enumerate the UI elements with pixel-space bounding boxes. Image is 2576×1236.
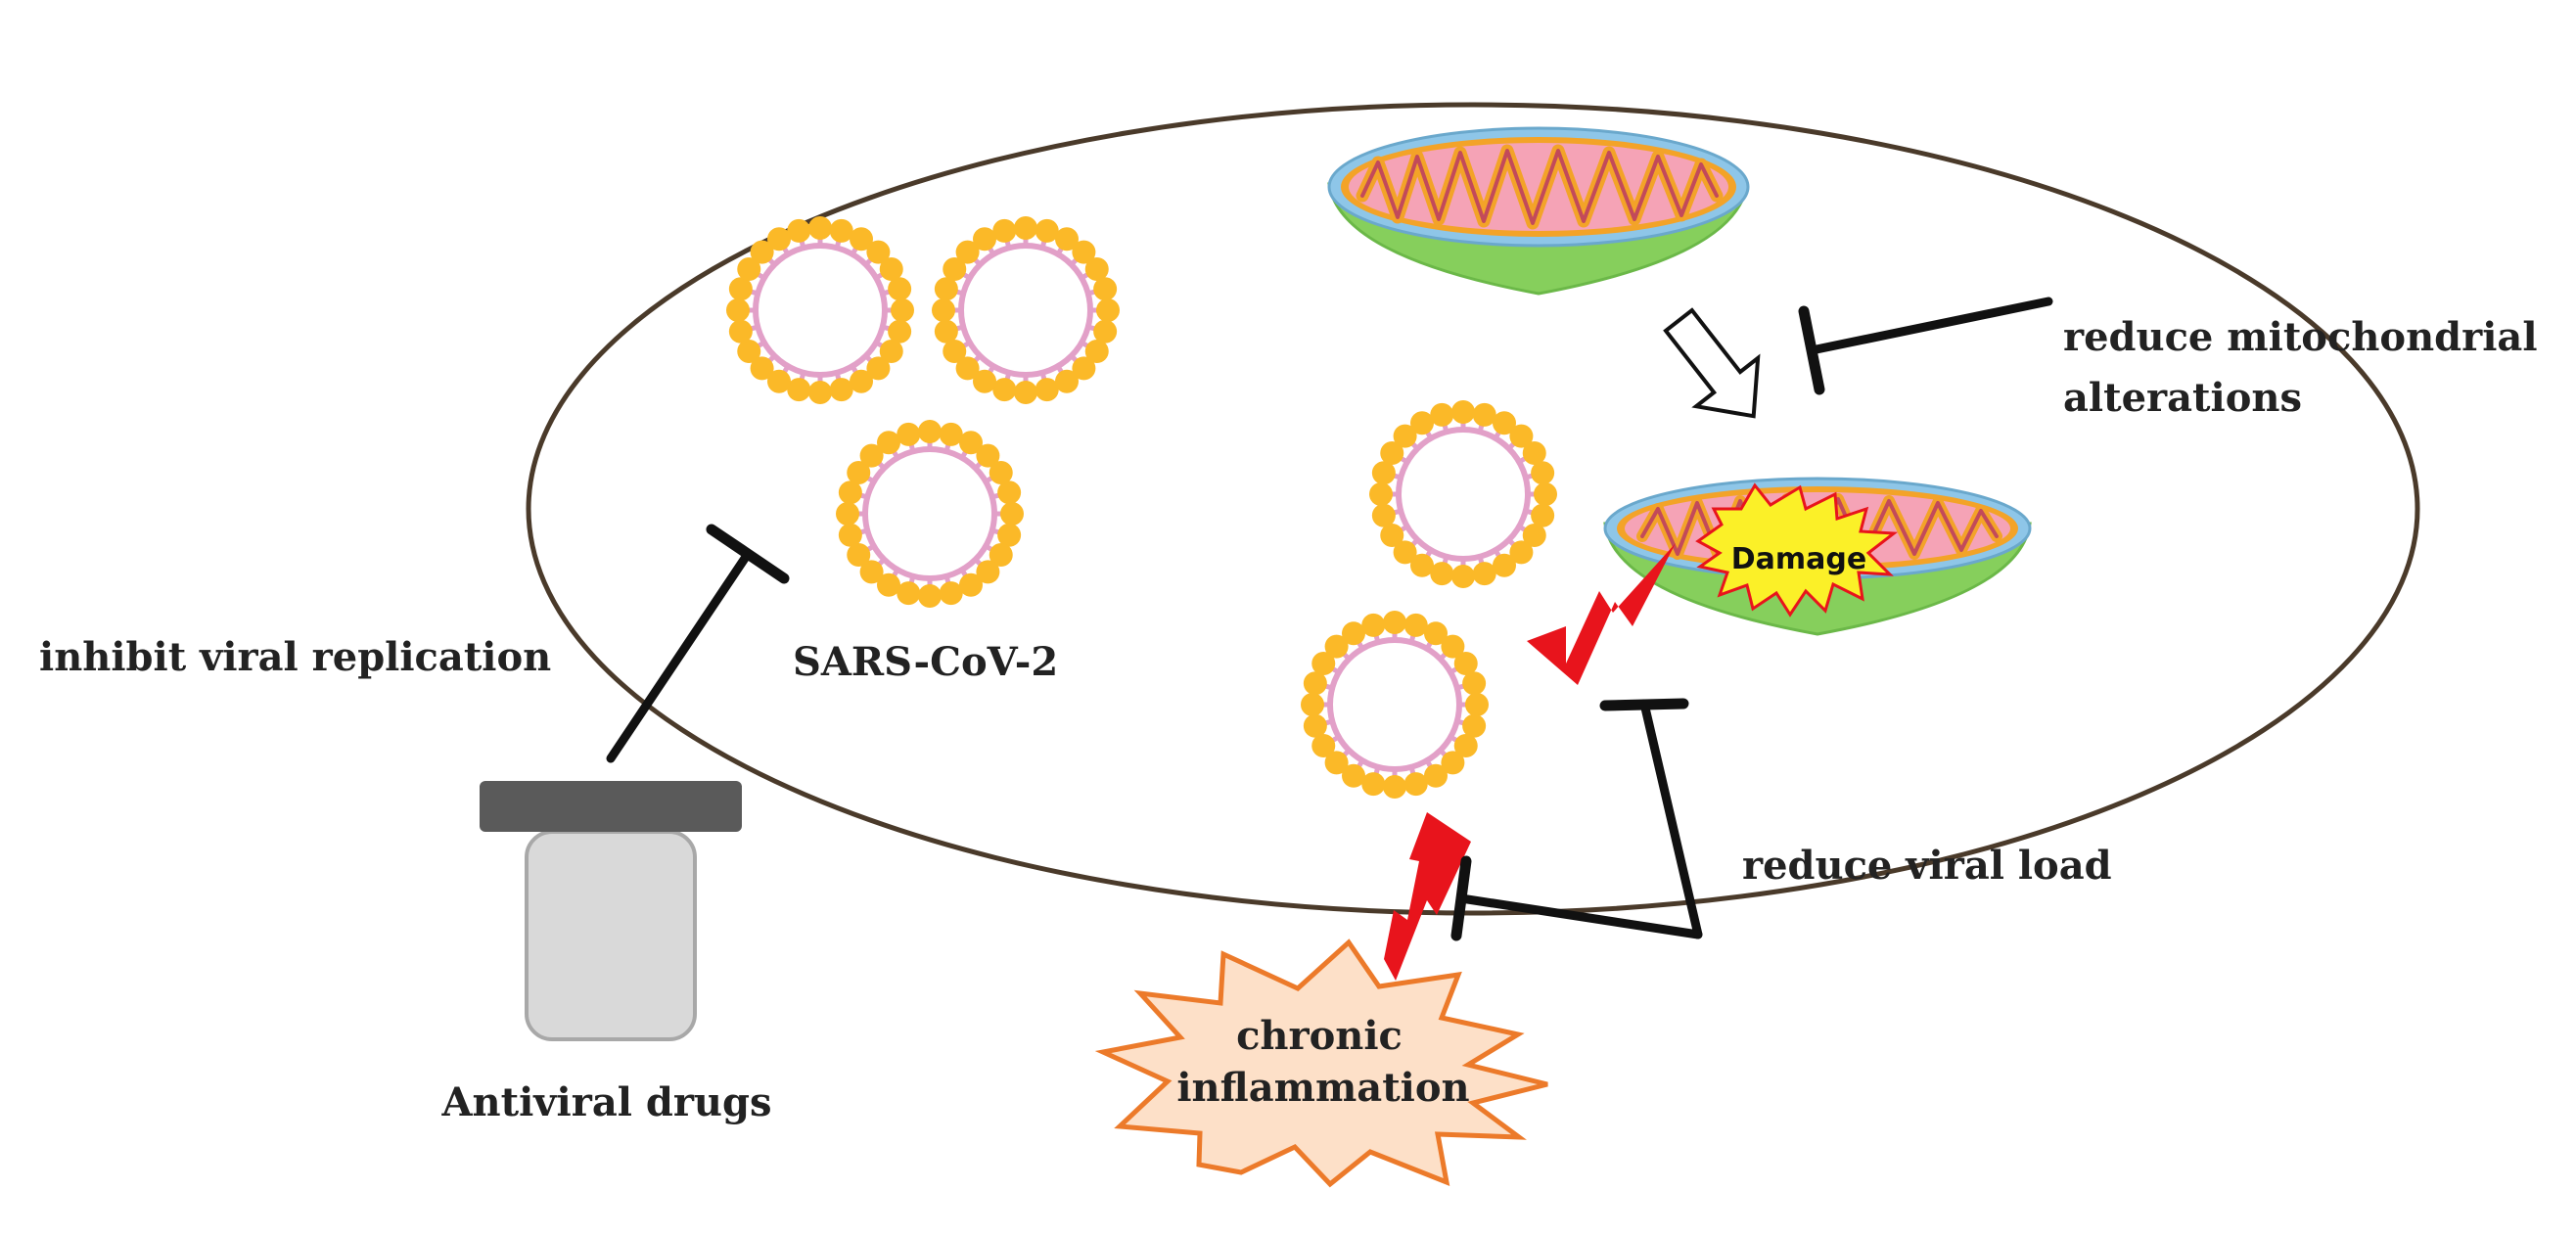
inhibitor-viral-replication [606, 524, 790, 763]
label-antiviral-drugs: Antiviral drugs [441, 1079, 772, 1125]
inflammation-burst-icon [1094, 938, 1548, 1188]
virus-icon [1369, 400, 1557, 588]
damaged-mitochondrion-icon: Damage [1603, 477, 2032, 636]
virus-group [726, 216, 1557, 799]
virus-icon [1301, 611, 1489, 799]
inhibitor-viral-load [1450, 698, 1703, 941]
inhibitor-mitochondrial-alterations [1798, 297, 2053, 395]
virus-icon [836, 420, 1024, 608]
label-alterations: alterations [2063, 375, 2302, 421]
mitochondrion-icon [1327, 126, 1750, 296]
label-reduce-mitochondrial: reduce mitochondrial [2063, 314, 2538, 360]
label-inflammation: inflammation [1176, 1065, 1469, 1111]
hollow-arrow-icon [1663, 307, 1761, 419]
virus-icon [932, 216, 1120, 404]
cell-membrane [526, 102, 2420, 916]
drug-bottle-icon [480, 781, 742, 1041]
label-sars-cov-2: SARS-CoV-2 [793, 639, 1058, 685]
label-inhibit-viral-replication: inhibit viral replication [39, 634, 551, 680]
lightning-bolt-icon [1527, 543, 1676, 685]
damage-burst-icon [1695, 482, 1899, 618]
label-chronic: chronic [1236, 1013, 1403, 1059]
lightning-bolt-icon [1384, 812, 1471, 981]
damage-label: Damage [1731, 542, 1866, 576]
virus-icon [726, 216, 914, 404]
label-reduce-viral-load: reduce viral load [1742, 843, 2112, 889]
